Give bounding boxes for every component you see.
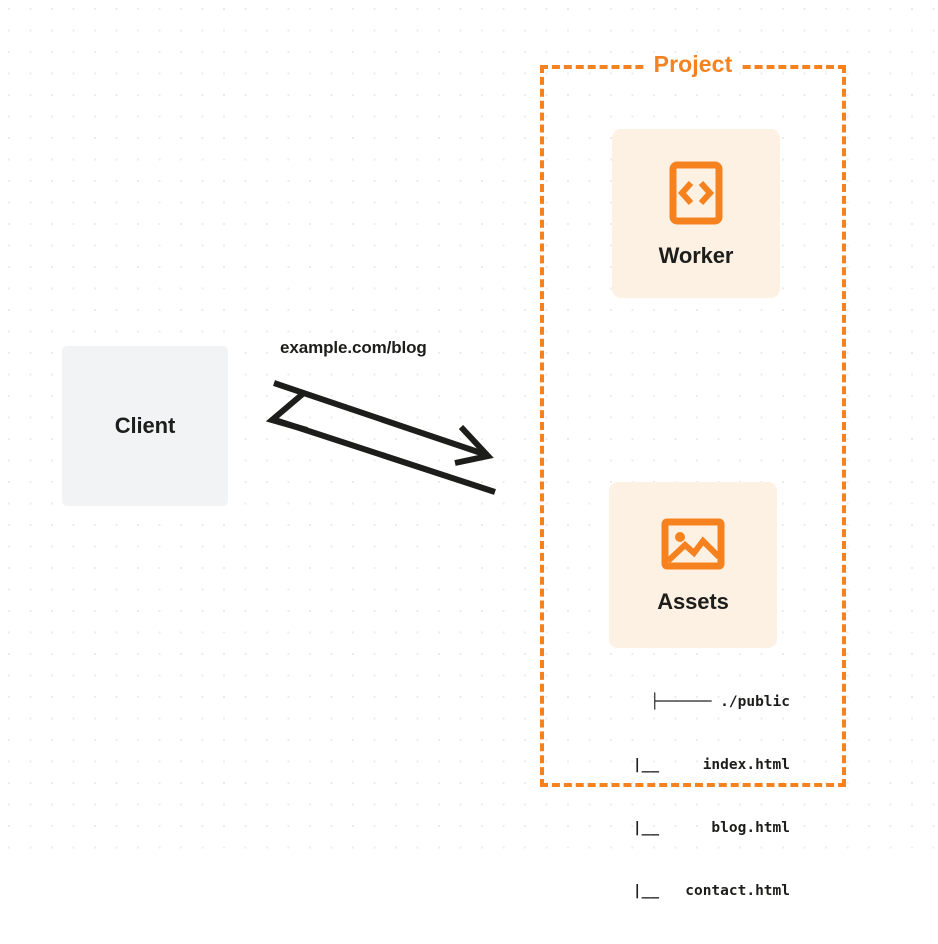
flow-arrows (265, 380, 496, 495)
node-assets-label: Assets (657, 589, 729, 614)
image-picture-icon (661, 517, 725, 571)
file-tree-row: |__ blog.html (606, 820, 790, 836)
response-arrow (265, 389, 496, 495)
file-tree-row: ├────── ./public (650, 694, 790, 710)
code-brackets-icon (669, 161, 723, 225)
node-client-label: Client (114, 413, 176, 438)
node-worker[interactable]: Worker (612, 129, 780, 298)
project-group-label: Project (646, 53, 740, 77)
file-tree-row: |__ index.html (606, 757, 790, 773)
file-tree-row: |__ contact.html (606, 883, 790, 899)
request-arrow (273, 380, 494, 466)
project-group: Project (540, 53, 846, 787)
assets-file-tree: ├────── ./public |__ index.html |__ blog… (560, 650, 790, 944)
flow-url-label: example.com/blog (280, 338, 427, 357)
diagram-canvas: Client example.com/blog Project Worker (0, 0, 938, 899)
node-assets[interactable]: Assets (609, 482, 777, 648)
node-client[interactable]: Client (62, 346, 228, 506)
node-worker-label: Worker (658, 242, 734, 268)
